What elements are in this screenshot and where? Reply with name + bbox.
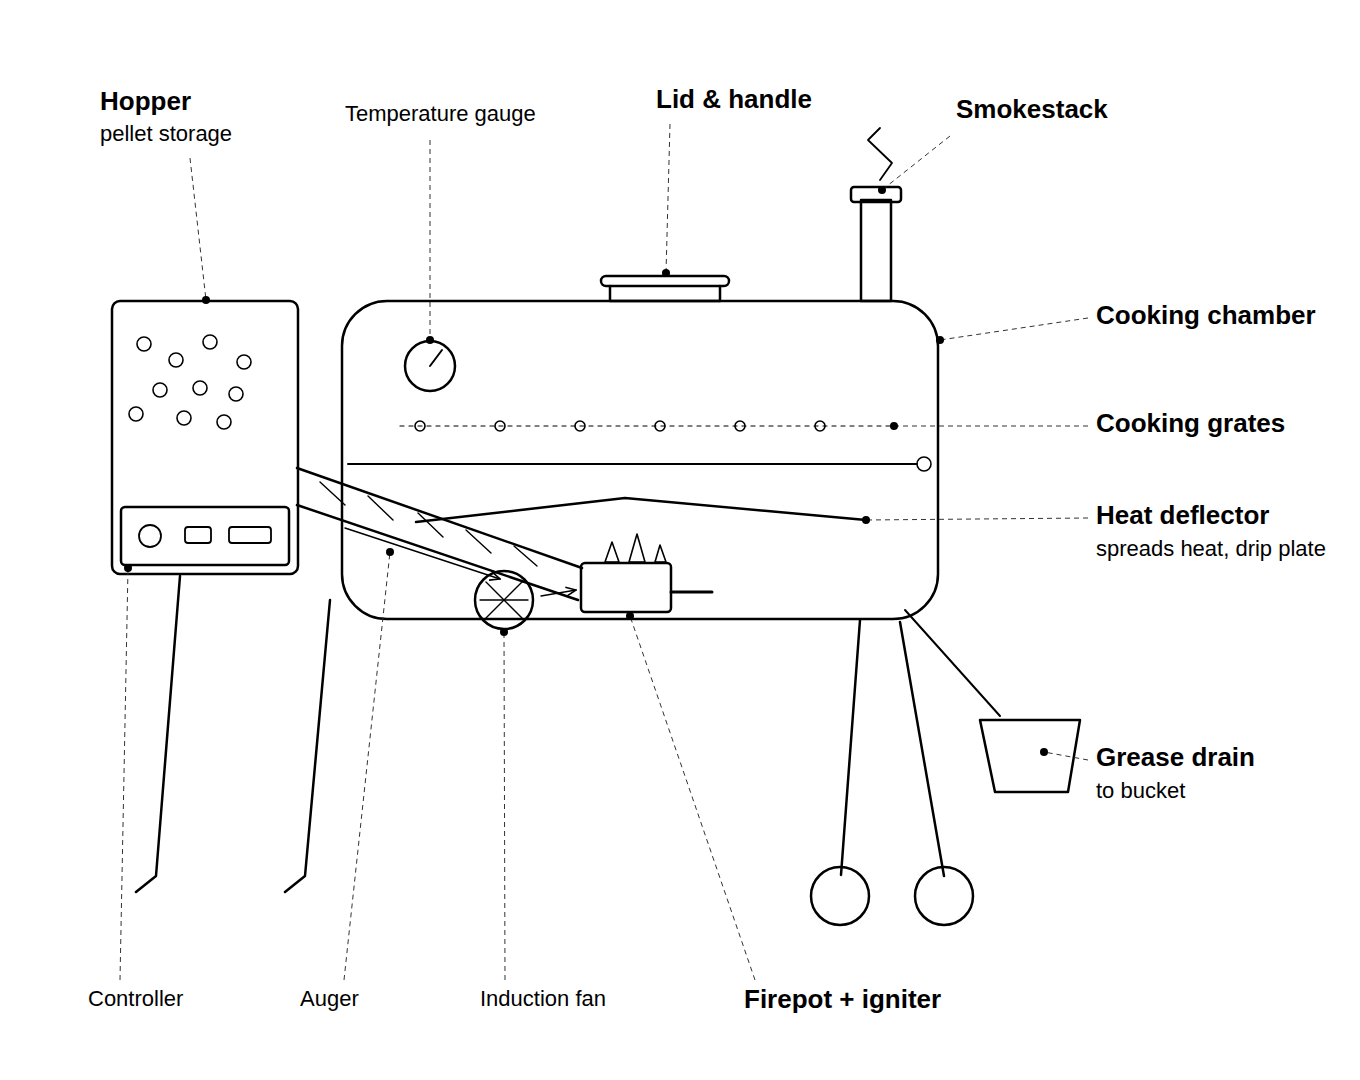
part-label: Heat deflector [1096,500,1269,531]
hopper-body [112,301,298,574]
auger-flights [320,482,537,566]
leader-dots [124,186,1048,756]
firepot [581,563,671,612]
induction-fan [475,571,533,629]
grate-bars [415,421,825,431]
grease-bucket [980,720,1080,792]
part-label: Cooking grates [1096,408,1285,439]
leg [285,600,330,892]
part-label: Firepot + igniter [744,984,941,1015]
smokestack [861,200,891,301]
wheel [915,867,973,925]
pellets [129,335,251,429]
gauge [405,341,455,391]
smoke [868,128,892,180]
part-note: Temperature gauge [345,101,536,127]
part-note: to bucket [1096,778,1185,804]
leader-lines [120,124,1088,980]
part-label: Cooking chamber [1096,300,1316,331]
wheel [811,867,869,925]
controller-panel [121,507,289,565]
part-label: Lid & handle [656,84,812,115]
igniter-rod [671,591,712,594]
part-note: Controller [88,986,183,1012]
part-label: Grease drain [1096,742,1255,773]
leg [136,576,180,892]
part-note: pellet storage [100,121,232,147]
cooking-chamber [342,301,938,619]
part-note: Auger [300,986,359,1012]
lid-handle [601,276,729,286]
part-label: Hopper [100,86,191,117]
part-label: Smokestack [956,94,1108,125]
part-note: Induction fan [480,986,606,1012]
heat-deflector [416,498,866,522]
flames [605,534,666,562]
part-note: spreads heat, drip plate [1096,536,1326,562]
